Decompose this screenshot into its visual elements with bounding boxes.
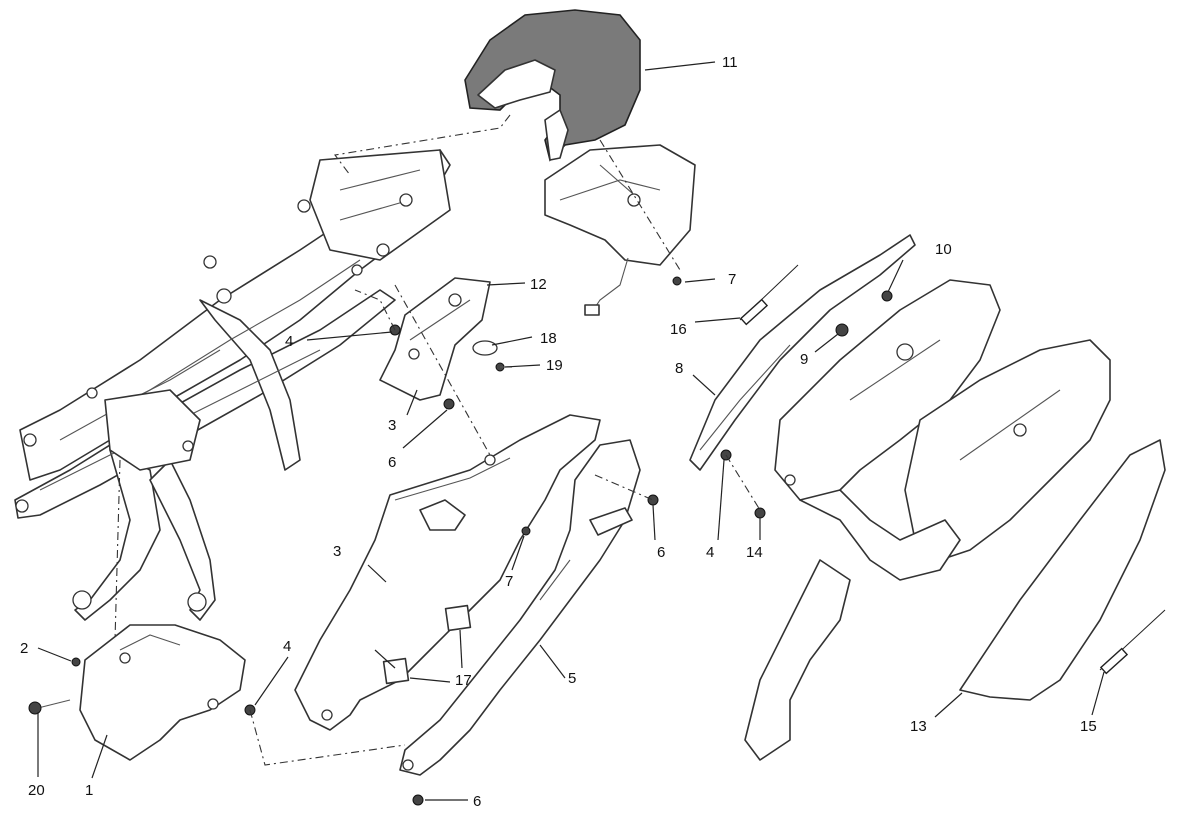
exhaust-assembly (744, 279, 1111, 761)
callout-12: 12 (530, 276, 547, 293)
part-11-tail-cover (464, 9, 641, 162)
tail-light-housing (544, 144, 696, 316)
callout-4-right: 4 (706, 544, 714, 561)
part-13-heat-shield (959, 439, 1166, 701)
callout-6-lower: 6 (473, 793, 481, 810)
callout-5: 5 (568, 670, 576, 687)
callout-7-upper: 7 (728, 271, 736, 288)
callout-9: 9 (800, 351, 808, 368)
part-8-rail (689, 234, 916, 471)
callout-11: 11 (722, 54, 738, 71)
callout-1: 1 (85, 782, 93, 799)
callout-18: 18 (540, 330, 557, 347)
callout-15: 15 (1080, 718, 1097, 735)
callout-4-upper: 4 (285, 333, 293, 350)
callout-6-middle: 6 (657, 544, 665, 561)
part-1-lower-bracket (28, 624, 246, 761)
callout-7-lower: 7 (505, 573, 513, 590)
callout-16: 16 (670, 321, 687, 338)
part-18-washer (472, 340, 498, 356)
callout-14: 14 (746, 544, 763, 561)
callout-8: 8 (675, 360, 683, 377)
leader-lines (37, 61, 1105, 801)
assembly-lines (114, 114, 761, 766)
part-15-decal (1099, 609, 1166, 675)
callout-19: 19 (546, 357, 563, 374)
callout-13: 13 (910, 718, 927, 735)
callout-17: 17 (455, 672, 472, 689)
part-5-inner-panel (399, 439, 641, 776)
rear-subframe (14, 149, 451, 621)
part-16-decal (739, 264, 799, 326)
callout-labels: 11 12 18 19 4 3 6 7 16 9 10 8 4 14 6 7 3… (20, 54, 1097, 810)
callout-10: 10 (935, 241, 952, 258)
part-3-side-panel (294, 414, 601, 731)
callout-4-left: 4 (283, 638, 291, 655)
callout-20: 20 (28, 782, 45, 799)
callout-3-upper: 3 (388, 417, 396, 434)
part-12-bracket (379, 277, 491, 401)
callout-3-lower: 3 (333, 543, 341, 560)
callout-2: 2 (20, 640, 28, 657)
callout-6-upper: 6 (388, 454, 396, 471)
